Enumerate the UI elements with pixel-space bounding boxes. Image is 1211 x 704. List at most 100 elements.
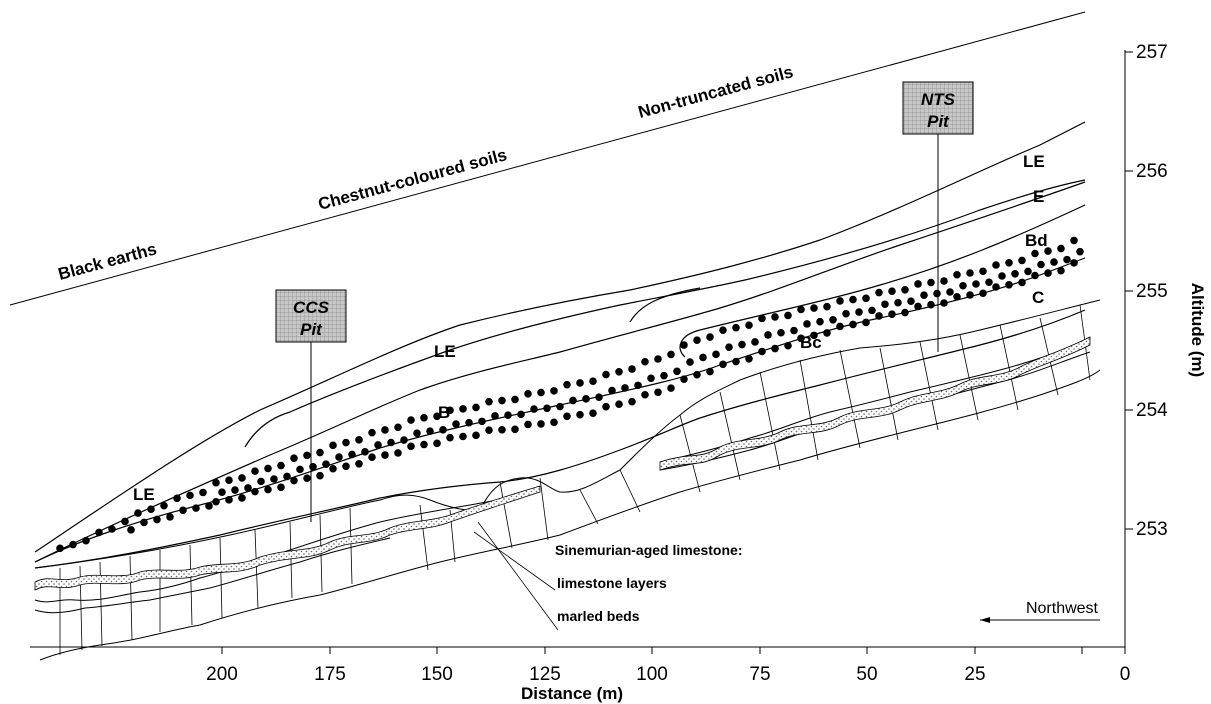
y-axis-title: Altitude (m) <box>1188 283 1207 377</box>
gravel-dot <box>179 506 187 515</box>
gravel-dot <box>797 334 805 343</box>
gravel-dot <box>654 388 662 397</box>
gravel-dot <box>433 439 441 448</box>
gravel-dot <box>842 309 850 318</box>
gravel-dot <box>69 540 77 549</box>
gravel-dot <box>693 336 701 344</box>
gravel-dot <box>342 438 350 447</box>
gravel-dot <box>465 418 473 427</box>
gravel-dot <box>927 300 935 309</box>
gravel-dot <box>446 433 454 442</box>
gravel-dot <box>459 432 467 441</box>
gravel-dot <box>108 525 116 533</box>
limestone-legend: Sinemurian-aged limestone: limestone lay… <box>473 521 742 631</box>
gravel-dot <box>959 281 967 290</box>
gravel-dot <box>420 413 428 422</box>
gravel-dot <box>569 396 577 405</box>
gravel-dot <box>498 425 506 434</box>
y-tick-label: 255 <box>1136 281 1168 302</box>
gravel-dot <box>732 357 740 366</box>
gravel-dot <box>595 393 603 401</box>
gravel-dot <box>771 313 779 321</box>
gravel-dot <box>953 292 961 301</box>
x-tick-label: 125 <box>529 664 561 685</box>
gravel-dot <box>1057 266 1065 275</box>
gravel-dot <box>238 494 246 502</box>
x-tick-label: 100 <box>636 664 668 685</box>
horizon-labels: LE LE B Bc LE E Bd C <box>133 152 1048 504</box>
gravel-dot <box>1031 271 1039 280</box>
gravel-dot <box>777 328 785 337</box>
gravel-dot <box>153 515 161 524</box>
horizon-bc: Bc <box>800 333 822 352</box>
gravel-dot <box>127 526 135 534</box>
gravel-dot <box>511 425 519 434</box>
gravel-dot <box>517 410 525 419</box>
gravel-dot <box>472 431 480 440</box>
gravel-dot <box>296 465 304 474</box>
gravel-dot <box>732 323 740 332</box>
gravel-dot <box>699 353 707 362</box>
gravel-dot <box>251 487 259 496</box>
horizon-e: E <box>1033 187 1044 206</box>
gravel-dot <box>394 449 402 457</box>
gravel-dot <box>894 298 902 307</box>
gravel-dot <box>264 464 272 473</box>
gravel-dot <box>1057 244 1065 253</box>
gravel-dot <box>920 291 928 299</box>
y-tick-label: 254 <box>1136 400 1168 421</box>
horizon-c: C <box>1032 288 1044 307</box>
gravel-dot <box>823 302 831 311</box>
horizon-le-right: LE <box>1023 152 1045 171</box>
gravel-dot <box>231 486 239 494</box>
gravel-dot <box>855 308 863 316</box>
gravel-dot <box>946 288 954 296</box>
ground-surface-line <box>9 11 1086 306</box>
gravel-dot <box>615 367 623 376</box>
gravel-dot <box>342 462 350 471</box>
gravel-dot <box>316 448 324 457</box>
gravel-dot <box>647 374 655 383</box>
gravel-dot <box>251 467 259 475</box>
gravel-dot <box>576 410 584 419</box>
gravel-dot <box>849 320 857 329</box>
horizon-le-left: LE <box>133 485 155 504</box>
gravel-dot <box>1063 255 1071 264</box>
gravel-dot <box>329 441 337 450</box>
gravel-dot <box>998 272 1006 280</box>
horizon-boundaries <box>34 121 1086 569</box>
gravel-dot <box>524 389 532 398</box>
gravel-dot <box>686 358 694 366</box>
gravel-dot <box>966 291 974 299</box>
gravel-dot <box>329 464 337 473</box>
ccs-pit-marker: CCS Pit <box>275 289 347 522</box>
gravel-dot <box>615 400 623 408</box>
gravel-dot <box>641 357 649 366</box>
gravel-dot <box>589 409 597 417</box>
gravel-dot <box>940 277 948 285</box>
gravel-dot <box>537 420 545 428</box>
y-tick-label: 256 <box>1136 161 1168 182</box>
gravel-dot <box>758 347 766 356</box>
gravel-dot <box>849 295 857 304</box>
gravel-dot <box>979 267 987 276</box>
gravel-dot <box>270 475 278 483</box>
gravel-dot <box>901 285 909 294</box>
nts-pit-label-1: NTS <box>921 90 956 109</box>
gravel-dot <box>1050 258 1058 266</box>
horizon-b: B <box>438 403 450 422</box>
gravel-dot <box>212 497 220 506</box>
gravel-dot <box>166 513 174 521</box>
gravel-dot <box>862 318 870 327</box>
gravel-dot <box>823 329 831 337</box>
label-black-earths: Black earths <box>56 239 159 284</box>
gravel-dot <box>608 386 616 395</box>
gravel-dot <box>212 478 220 487</box>
gravel-dot <box>719 360 727 369</box>
gravel-dot <box>712 350 720 359</box>
gravel-dot <box>836 322 844 331</box>
ccs-pit-label-2: Pit <box>300 320 323 339</box>
gravel-dot <box>277 483 285 492</box>
gravel-dot <box>205 502 213 510</box>
